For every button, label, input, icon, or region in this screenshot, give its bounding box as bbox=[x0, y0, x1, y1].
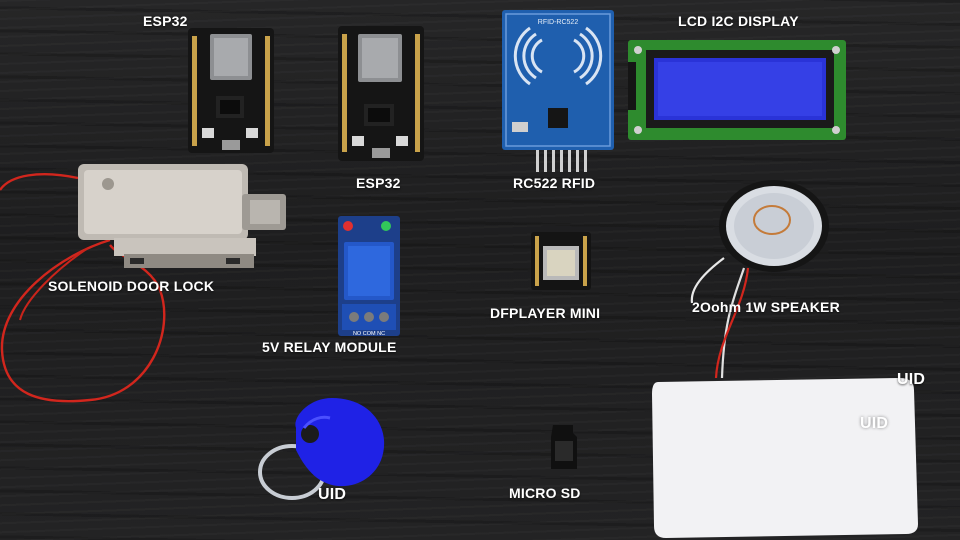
dfplayer-module bbox=[531, 232, 591, 290]
label-esp32-right: ESP32 bbox=[356, 175, 401, 191]
label-lcd: LCD I2C DISPLAY bbox=[678, 13, 799, 29]
label-uid-card-outside: UID bbox=[897, 371, 926, 388]
solenoid-lock bbox=[78, 164, 286, 268]
rfid-module: RFID-RC522 bbox=[502, 10, 614, 172]
label-solenoid: SOLENOID DOOR LOCK bbox=[48, 278, 215, 294]
uid-card bbox=[652, 378, 918, 538]
label-uid-tag: UID bbox=[318, 486, 347, 503]
key-fob bbox=[258, 398, 385, 500]
label-esp32-left: ESP32 bbox=[143, 13, 188, 29]
relay-terminal-labels: NO COM NC bbox=[353, 331, 385, 337]
esp32-board-left bbox=[188, 28, 274, 153]
label-relay: 5V RELAY MODULE bbox=[262, 339, 397, 355]
lcd-display bbox=[628, 40, 846, 140]
esp32-board-right bbox=[338, 26, 424, 161]
speaker bbox=[690, 180, 829, 379]
label-speaker: 2Oohm 1W SPEAKER bbox=[692, 299, 840, 315]
label-uid-card-inside: UID bbox=[860, 415, 889, 432]
relay-module: NO COM NC bbox=[338, 216, 400, 337]
label-dfplayer: DFPLAYER MINI bbox=[490, 305, 601, 321]
label-rfid: RC522 RFID bbox=[513, 175, 596, 191]
rfid-silk-text: RFID-RC522 bbox=[538, 19, 579, 26]
micro-sd-card bbox=[551, 425, 577, 469]
label-micro-sd: MICRO SD bbox=[509, 485, 581, 501]
